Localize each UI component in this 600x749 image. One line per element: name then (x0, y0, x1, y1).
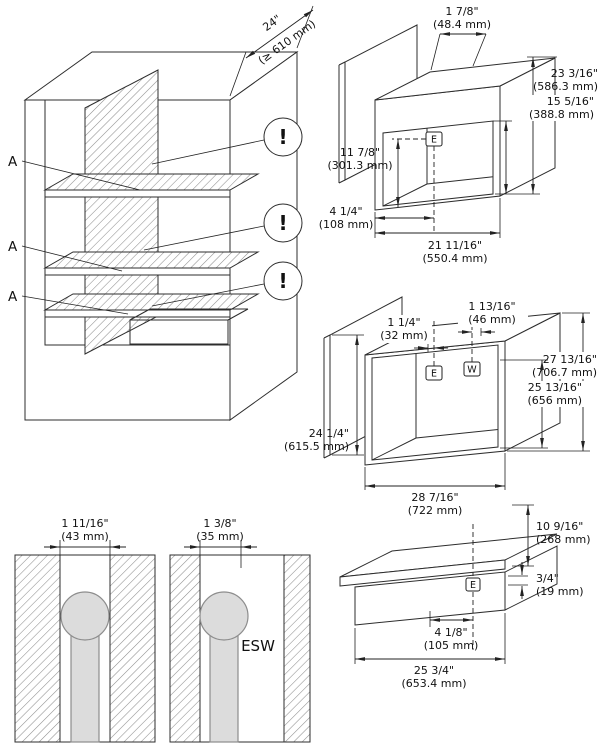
drawer-niche-diagram: E 10 9/16" (268 mm) 3/4" (19 mm) 4 1/8" … (339, 504, 591, 690)
warning-icon: ! (263, 203, 303, 243)
wall-hatch (169, 554, 201, 743)
plug-recess-shape (60, 591, 110, 743)
niche-top-face (374, 57, 556, 101)
dim-text: (656 mm) (527, 394, 582, 407)
dim-text: (105 mm) (424, 639, 479, 652)
section-a-callouts: A A A (8, 154, 141, 315)
dim-e-offset: 4 1/8" (105 mm) (424, 611, 479, 652)
dim-width: 25 3/4" (653.4 mm) (354, 613, 506, 690)
warning-icon: ! (263, 117, 303, 157)
water-connection-marker: W (463, 361, 481, 377)
detail-frame (169, 554, 311, 743)
dim-text: 4 1/4" (329, 205, 362, 218)
dim-text: 4 1/8" (434, 626, 467, 639)
section-label-a3: A (8, 289, 18, 305)
dim-text: 3/4" (536, 572, 559, 585)
dim-text: 25 13/16" (528, 381, 582, 394)
drawer-side-face (504, 545, 558, 611)
dim-text: 11 7/8" (340, 146, 380, 159)
electrical-connection-marker: E (465, 524, 481, 650)
dim-text: 21 11/16" (428, 239, 482, 252)
connection-w-label: W (467, 365, 477, 376)
plug-recess-shape (199, 591, 249, 743)
cabinet-base-compartment (129, 308, 249, 345)
dim-height: 10 9/16" (268 mm) (512, 504, 591, 567)
dim-clearance: 1 3/8" (35 mm) (184, 517, 257, 568)
cabinet-elevation: A A A ! ! ! 24" (≥ 610 mm) (8, 5, 318, 421)
dim-top-recess: 1 7/8" (48.4 mm) (430, 5, 491, 71)
connection-e-label: E (431, 135, 437, 146)
warning-glyph: ! (278, 269, 287, 293)
dim-text: 23 3/16" (551, 67, 598, 80)
niche-opening (371, 344, 499, 461)
dim-text: 15 5/16" (547, 95, 594, 108)
wall-detail-right: ESW 1 3/8" (35 mm) (169, 517, 311, 743)
dim-text: (586.3 mm) (533, 80, 598, 93)
dim-height-inner: 25 13/16" (656 mm) (500, 359, 584, 449)
cabinet-shelf (43, 293, 260, 318)
dim-e-height: 11 7/8" (301.3 mm) (327, 139, 400, 207)
combi-niche-diagram: E W 1 1/4" (32 mm) 1 13/16" (46 mm) (284, 296, 599, 517)
wall-detail-left: 1 11/16" (43 mm) (14, 517, 156, 743)
dim-text: 1 13/16" (468, 300, 515, 313)
detail-frame (14, 554, 156, 743)
dim-width: 28 7/16" (722 mm) (364, 453, 506, 517)
top-panel-front-face (339, 559, 506, 587)
dim-depth: 24 1/4" (615.5 mm) (284, 334, 364, 456)
dim-text: 1 3/8" (203, 517, 236, 530)
dim-text: (301.3 mm) (327, 159, 392, 172)
dim-clearance: 1 11/16" (43 mm) (44, 517, 126, 556)
cabinet-shelf (43, 251, 260, 276)
cabinet-shelf (43, 173, 260, 198)
electrical-connection-marker: E (392, 131, 443, 231)
dim-text: 27 13/16" (543, 353, 597, 366)
dim-height-total: 23 3/16" (586.3 mm) (495, 56, 598, 195)
dim-e-offset: 4 1/4" (108 mm) (319, 205, 434, 231)
electrical-connection-marker: E (425, 365, 443, 381)
dim-w-offset: 1 13/16" (46 mm) (458, 299, 528, 336)
dim-text: (35 mm) (196, 530, 244, 543)
connection-e-label: E (470, 580, 476, 591)
dim-text: (32 mm) (380, 329, 428, 342)
dim-text: 25 3/4" (414, 664, 454, 677)
dim-text: 1 1/4" (387, 316, 420, 329)
wall-hatch (14, 554, 61, 743)
dim-text: 1 7/8" (445, 5, 478, 18)
dim-text: (43 mm) (61, 530, 109, 543)
connection-e-label: E (431, 369, 437, 380)
dim-text: 24 1/4" (309, 427, 349, 440)
dim-text: (706.7 mm) (532, 366, 597, 379)
dim-text: (48.4 mm) (433, 18, 491, 31)
dim-width: 21 11/16" (550.4 mm) (374, 198, 501, 265)
appliance-label-esw: ESW (241, 637, 275, 655)
section-label-a2: A (8, 239, 18, 255)
dim-height-inner: 15 5/16" (388.8 mm) (493, 95, 596, 194)
dim-text: 1 11/16" (61, 517, 108, 530)
dim-text: (550.4 mm) (422, 252, 487, 265)
dim-text: 10 9/16" (536, 520, 583, 533)
dim-text: (722 mm) (408, 504, 463, 517)
dim-text: (653.4 mm) (401, 677, 466, 690)
wall-hatch (109, 554, 156, 743)
dim-gap: 3/4" (19 mm) (508, 562, 584, 599)
dim-text: (46 mm) (468, 313, 516, 326)
dim-text: (388.8 mm) (529, 108, 594, 121)
warning-callouts: ! ! ! (143, 117, 303, 307)
dim-text: (108 mm) (319, 218, 374, 231)
warning-glyph: ! (278, 211, 287, 235)
niche-interior (372, 345, 498, 460)
dim-text: (268 mm) (536, 533, 591, 546)
dim-text: (19 mm) (536, 585, 584, 598)
warning-icon: ! (263, 261, 303, 301)
wall-hatch (283, 554, 311, 743)
section-label-a1: A (8, 154, 18, 170)
warning-glyph: ! (278, 125, 287, 149)
cabinet-interior-opening (44, 100, 230, 346)
dim-e-offset: 1 1/4" (32 mm) (376, 315, 448, 352)
dim-text: (615.5 mm) (284, 440, 349, 453)
oven-niche-diagram: E 1 7/8" (48.4 mm) 23 3/16" (586.3 mm) 1… (319, 5, 598, 265)
dim-text: 28 7/16" (411, 491, 458, 504)
connection-locator-lines (433, 306, 473, 366)
cabinet-depth-in: 24" (260, 12, 283, 34)
